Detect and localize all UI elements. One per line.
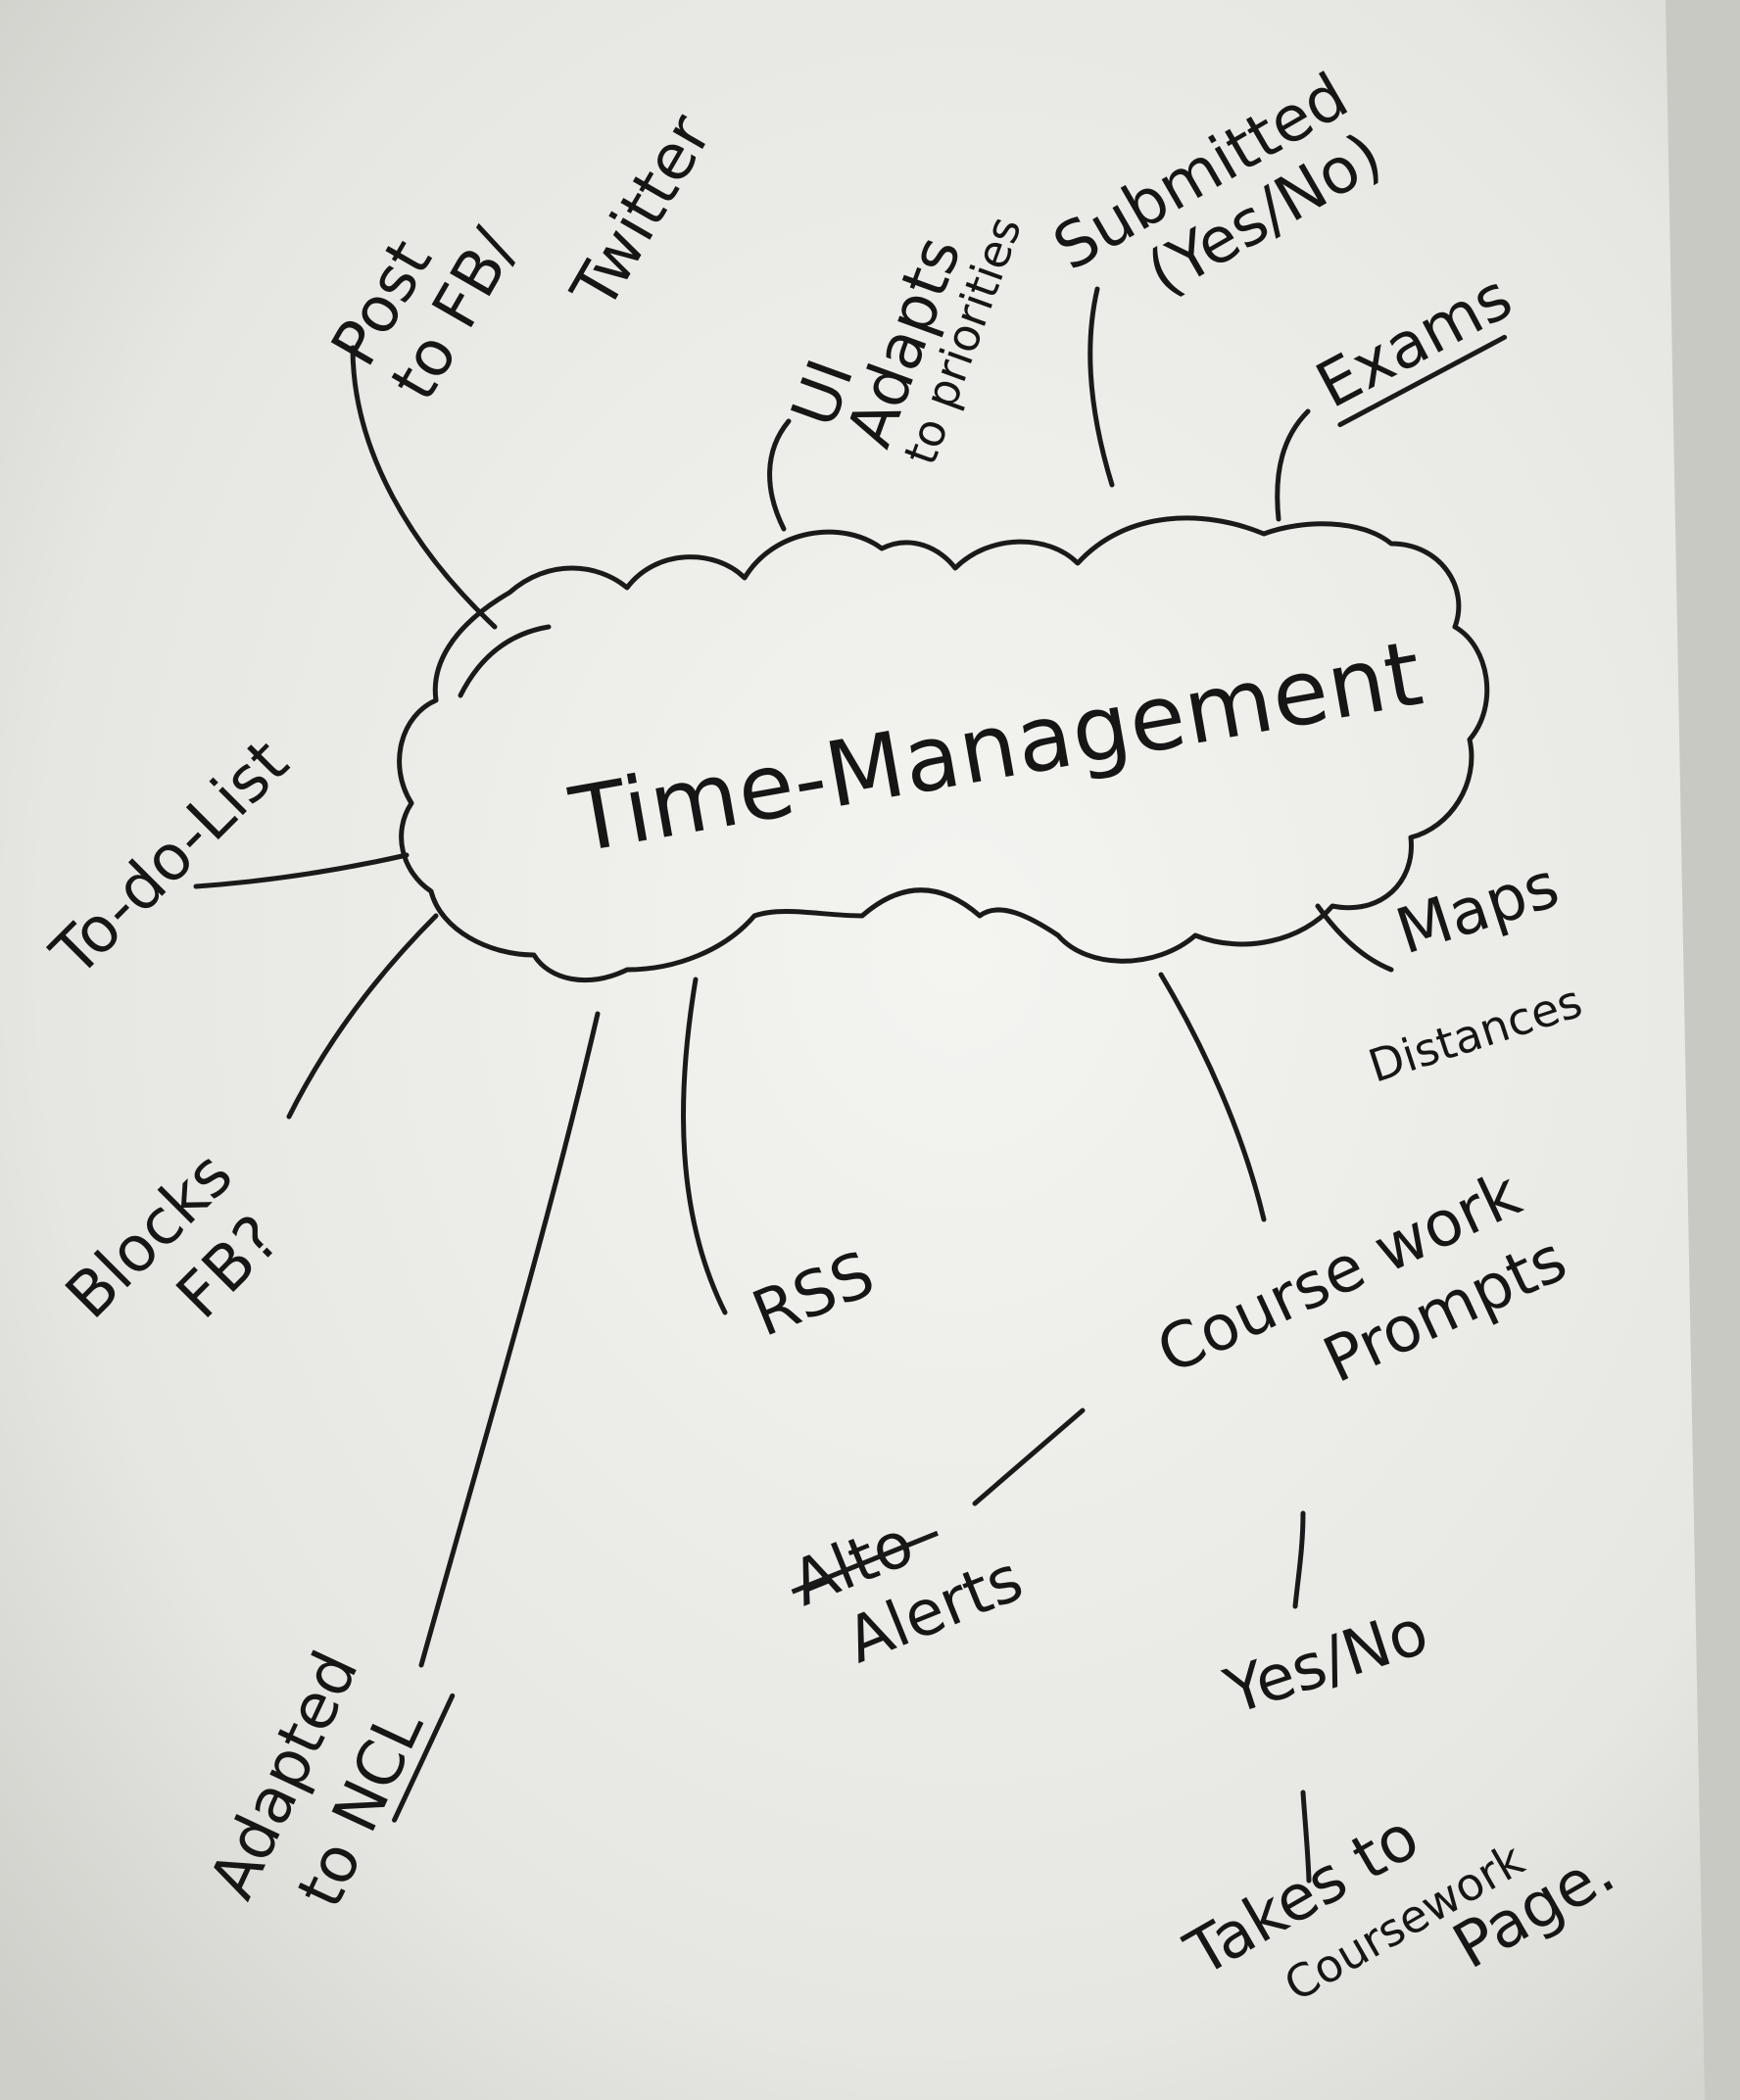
branch-ui [767, 418, 792, 532]
connector-takes [1300, 1790, 1312, 1884]
branch-adapted [418, 1011, 601, 1668]
branch-coursework [1158, 972, 1267, 1222]
branch-alerts [972, 1408, 1086, 1506]
cloud-inner-stroke [458, 624, 552, 698]
branch-rss [681, 977, 728, 1315]
branch-blocks [286, 913, 439, 1120]
branch-maps [1315, 903, 1394, 973]
paper-edge-shadow [1666, 0, 1740, 2100]
branch-submitted [1088, 286, 1115, 488]
connector-yesno [1292, 1510, 1306, 1609]
node-post-fb-twitter: Post to FB/ [318, 217, 532, 412]
branch-exams [1275, 408, 1311, 522]
branch-post [350, 345, 498, 630]
ncl-underline [392, 1693, 456, 1823]
central-cloud [397, 515, 1490, 983]
alerts-strikethrough [791, 1530, 939, 1595]
exams-underline [1337, 334, 1508, 428]
branch-todo [193, 852, 410, 889]
